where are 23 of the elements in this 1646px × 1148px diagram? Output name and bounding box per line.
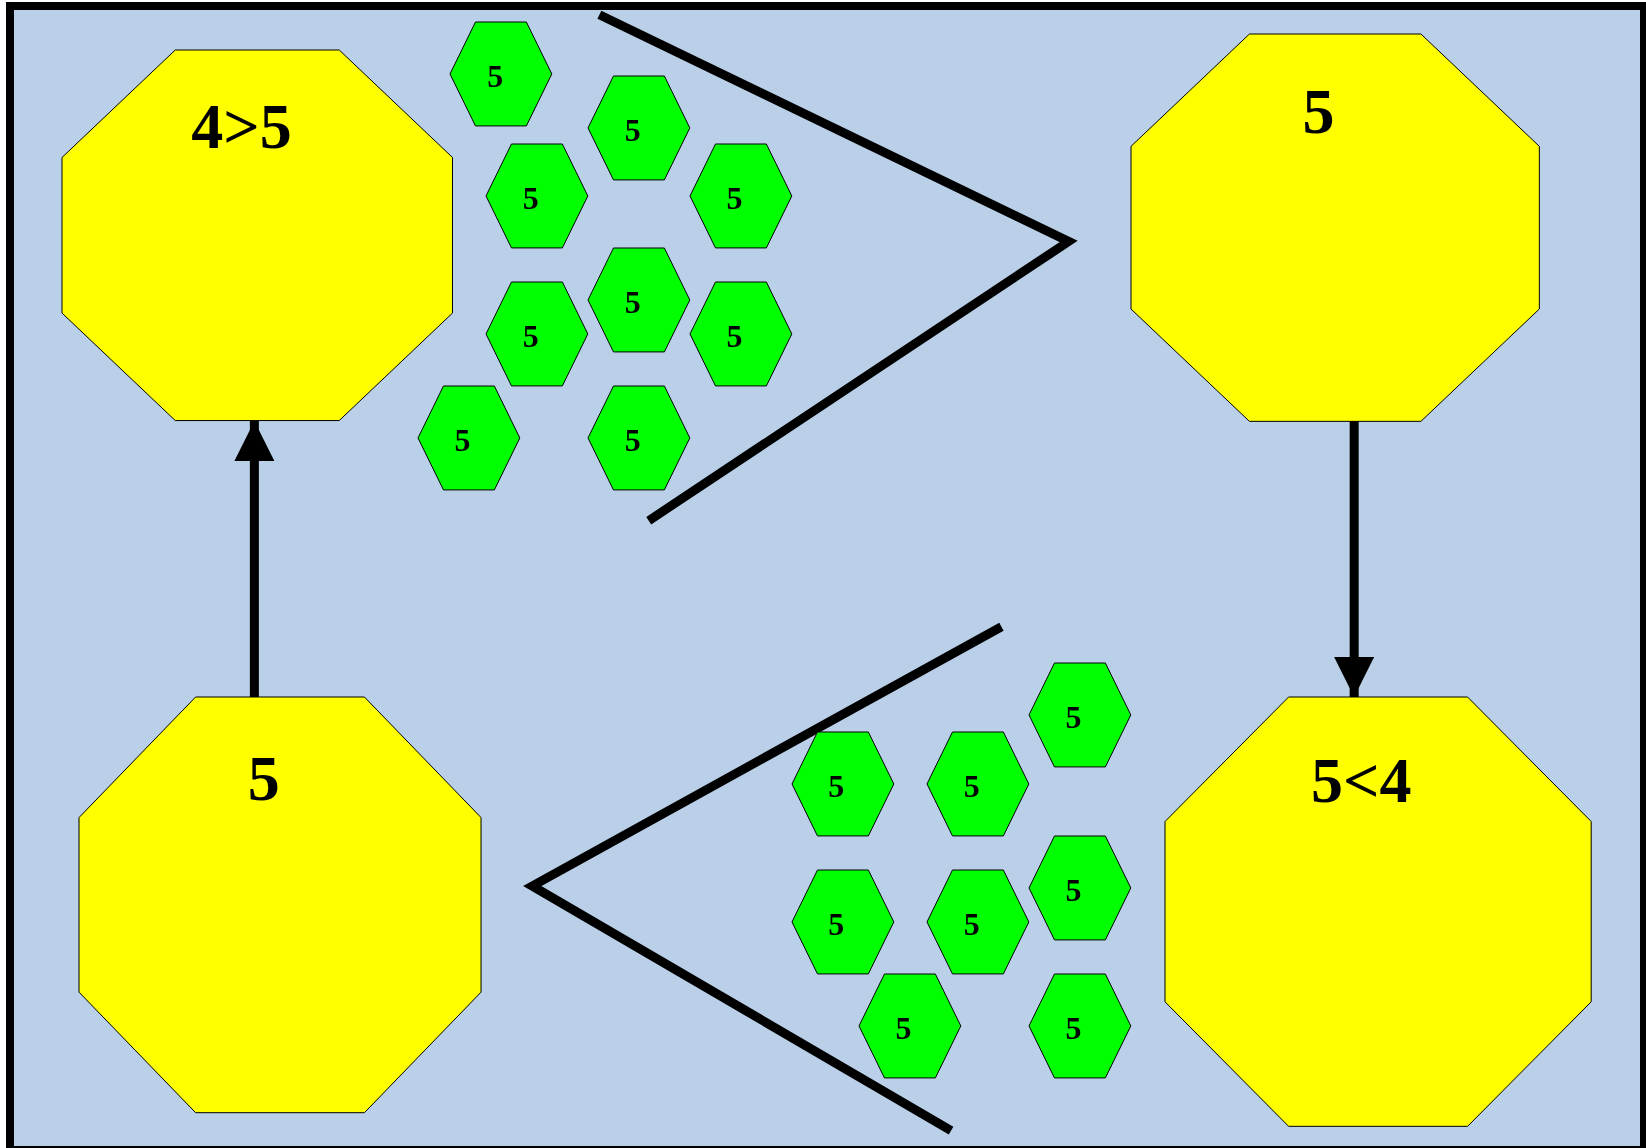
number-label: 5 bbox=[962, 769, 981, 802]
arrow bbox=[234, 420, 275, 698]
number-label: 5 bbox=[725, 181, 744, 214]
number-label: 5<4 bbox=[1310, 748, 1413, 813]
number-label: 5 bbox=[521, 320, 540, 353]
number-label: 5 bbox=[246, 746, 281, 811]
number-label: 5 bbox=[453, 424, 472, 457]
number-label: 5 bbox=[962, 908, 981, 941]
number-label: 5 bbox=[1064, 701, 1083, 734]
number-label: 5 bbox=[827, 769, 846, 802]
number-label: 5 bbox=[827, 908, 846, 941]
number-label: 5 bbox=[521, 181, 540, 214]
number-label: 4>5 bbox=[190, 94, 293, 159]
number-label: 5 bbox=[623, 113, 642, 146]
number-label: 5 bbox=[894, 1012, 913, 1045]
arrow bbox=[1333, 420, 1375, 698]
number-label: 5 bbox=[623, 285, 642, 318]
number-label: 5 bbox=[486, 60, 505, 92]
number-label: 5 bbox=[1064, 873, 1083, 906]
number-label: 5 bbox=[623, 424, 642, 457]
number-label: 5 bbox=[725, 320, 744, 353]
number-label: 5 bbox=[1301, 80, 1336, 145]
number-label: 5 bbox=[1064, 1012, 1083, 1045]
